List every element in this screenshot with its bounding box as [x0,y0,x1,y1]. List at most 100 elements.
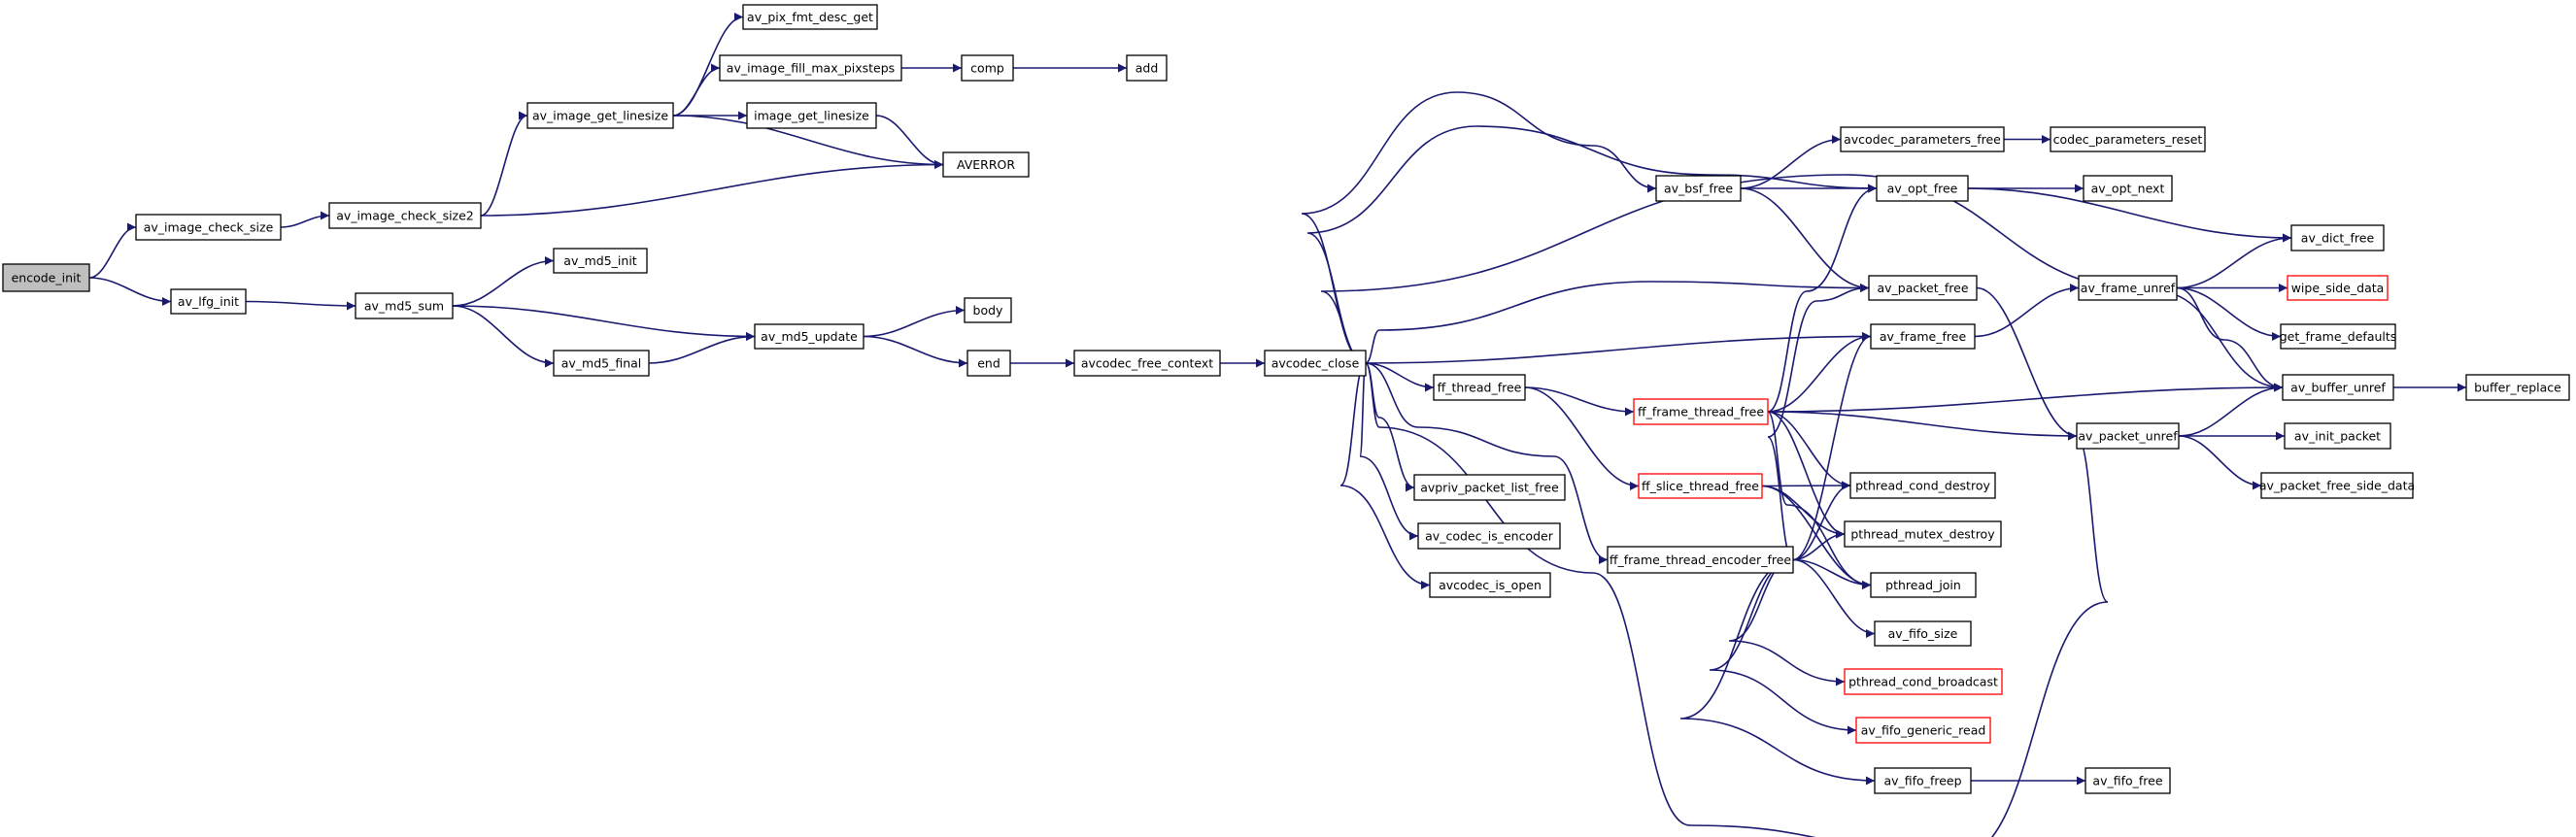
node-av-fifo-size[interactable]: av_fifo_size [1874,620,1972,647]
node-box [1874,767,1972,794]
node-box [1264,350,1367,377]
node-end[interactable]: end [966,350,1011,377]
edge-avcodec-close-to-av-opt-free [1306,125,1878,364]
node-encode-init[interactable]: encode_init [2,263,90,292]
edge-ff-frame-thread-encoder-free-to-pthread-cond-destroy [1792,481,1851,561]
node-av-md5-final[interactable]: av_md5_final [553,350,650,377]
node-box [1855,717,1991,744]
node-av-dict-free[interactable]: av_dict_free [2290,224,2385,251]
node-label: av_frame_free [1880,329,1967,344]
node-label: body [973,303,1004,318]
node-label: av_image_get_linesize [532,109,668,123]
edge-av-bsf-free-to-avcodec-parameters-free [1740,135,1842,189]
node-label: av_image_fill_max_pixsteps [727,61,895,76]
node-pthread-cond-destroy[interactable]: pthread_cond_destroy [1849,472,1996,499]
node-avcodec-parameters-free[interactable]: avcodec_parameters_free [1840,126,2005,152]
edge-ff-slice-thread-free-to-pthread-cond-destroy [1761,481,1851,490]
node-pthread-cond-broadcast[interactable]: pthread_cond_broadcast [1844,668,2003,695]
node-label: pthread_join [1885,578,1961,592]
node-av-fifo-freep[interactable]: av_fifo_freep [1874,767,1972,794]
node-pthread-join[interactable]: pthread_join [1870,572,1977,598]
node-av-opt-free[interactable]: av_opt_free [1876,175,1969,202]
node-av-frame-unref[interactable]: av_frame_unref [2078,275,2178,301]
node-add[interactable]: add [1126,54,1168,82]
node-box [746,102,877,129]
node-av-init-packet[interactable]: av_init_packet [2284,422,2391,450]
node-label: av_codec_is_encoder [1425,529,1554,544]
edge-av-md5-final-to-av-md5-update [648,332,756,364]
node-box [135,214,282,241]
edge-ff-frame-thread-free-to-pthread-mutex-destroy [1767,411,1846,539]
node-label: av_md5_init [563,253,636,268]
node-avcodec-is-open[interactable]: avcodec_is_open [1429,572,1551,598]
node-av-packet-free-side-data[interactable]: av_packet_free_side_data [2259,472,2415,499]
node-av-md5-update[interactable]: av_md5_update [754,323,864,350]
node-ff-thread-free[interactable]: ff_thread_free [1433,374,1526,401]
node-av-md5-init[interactable]: av_md5_init [553,248,648,274]
edge-av-opt-free-to-av-dict-free [1967,187,2292,243]
node-body[interactable]: body [964,297,1012,323]
node-box [754,323,864,350]
edge-ff-frame-thread-encoder-free-to-av-fifo-size [1792,558,1876,638]
node-ff-frame-thread-encoder-free[interactable]: ff_frame_thread_encoder_free [1607,546,1794,574]
node-codec-parameters-reset[interactable]: codec_parameters_reset [2050,126,2206,152]
edge-ff-frame-thread-encoder-free-to-av-frame-free [1792,332,1872,561]
node-label: pthread_mutex_destroy [1850,527,1995,542]
edge-ff-thread-free-to-ff-frame-thread-free [1524,386,1635,417]
node-av-md5-sum[interactable]: av_md5_sum [355,292,454,319]
node-av-codec-is-encoder[interactable]: av_codec_is_encoder [1417,522,1561,550]
node-av-image-check-size2[interactable]: av_image_check_size2 [328,202,482,229]
node-wipe-side-data[interactable]: wipe_side_data [2287,275,2389,301]
node-comp[interactable]: comp [961,54,1014,82]
node-label: av_fifo_freep [1883,774,1961,788]
node-averror[interactable]: AVERROR [942,151,1030,178]
node-pthread-mutex-destroy[interactable]: pthread_mutex_destroy [1844,520,2002,548]
node-av-opt-next[interactable]: av_opt_next [2083,175,2173,202]
node-box [1870,323,1976,350]
edge-avcodec-close-to-av-bsf-free [1301,91,1657,364]
node-box [2083,175,2173,202]
edge-ff-frame-thread-encoder-free-to-av-fifo-generic-read [1709,558,1857,735]
node-av-frame-free[interactable]: av_frame_free [1870,323,1976,350]
node-label: av_image_check_size2 [336,209,474,223]
node-label: av_buffer_unref [2290,381,2386,395]
node-avpriv-packet-list-free[interactable]: avpriv_packet_list_free [1413,474,1566,501]
node-av-lfg-init[interactable]: av_lfg_init [170,288,247,315]
node-av-image-get-linesize[interactable]: av_image_get_linesize [526,102,674,129]
node-box [553,248,648,274]
node-label: avpriv_packet_list_free [1420,481,1559,495]
node-av-bsf-free[interactable]: av_bsf_free [1655,175,1742,202]
node-get-frame-defaults[interactable]: get_frame_defaults [2280,323,2397,350]
node-ff-slice-thread-free[interactable]: ff_slice_thread_free [1638,473,1763,499]
node-av-packet-free[interactable]: av_packet_free [1868,275,1978,301]
node-label: av_lfg_init [178,294,239,309]
edge-av-md5-update-to-body [863,306,966,338]
node-layer: encode_init av_image_check_size av_lfg_ini… [2,4,2570,794]
node-av-fifo-free[interactable]: av_fifo_free [2085,767,2171,794]
node-label: pthread_cond_broadcast [1848,675,1998,689]
node-box [553,350,650,377]
node-label: buffer_replace [2474,381,2561,395]
edge-av-frame-unref-to-av-buffer-unref [2176,286,2284,392]
node-av-fifo-generic-read[interactable]: av_fifo_generic_read [1855,717,1991,744]
node-box [2284,422,2391,450]
node-box [2050,126,2206,152]
node-avcodec-free-context[interactable]: avcodec_free_context [1073,350,1221,377]
node-label: av_fifo_size [1888,626,1958,641]
node-av-buffer-unref[interactable]: av_buffer_unref [2282,374,2394,401]
edge-ff-frame-thread-free-to-av-packet-unref [1767,411,2078,441]
node-label: add [1135,61,1159,76]
node-image-get-linesize[interactable]: image_get_linesize [746,102,877,129]
node-ff-frame-thread-free[interactable]: ff_frame_thread_free [1633,398,1769,425]
node-av-image-check-size[interactable]: av_image_check_size [135,214,282,241]
edge-av-md5-sum-to-av-md5-init [452,256,555,307]
edge-ff-frame-thread-encoder-free-to-pthread-join [1792,558,1872,589]
node-av-pix-fmt-desc-get[interactable]: av_pix_fmt_desc_get [742,4,878,30]
node-avcodec-close[interactable]: avcodec_close [1264,350,1367,377]
node-av-image-fill-max-pixsteps[interactable]: av_image_fill_max_pixsteps [719,54,902,82]
edge-avcodec-close-to-avcodec-is-open [1339,362,1431,589]
node-buffer-replace[interactable]: buffer_replace [2465,374,2570,401]
node-label: image_get_linesize [754,109,869,123]
edge-av-packet-unref-to-av-packet-free-side-data [2178,435,2262,490]
node-av-packet-unref[interactable]: av_packet_unref [2076,422,2180,450]
